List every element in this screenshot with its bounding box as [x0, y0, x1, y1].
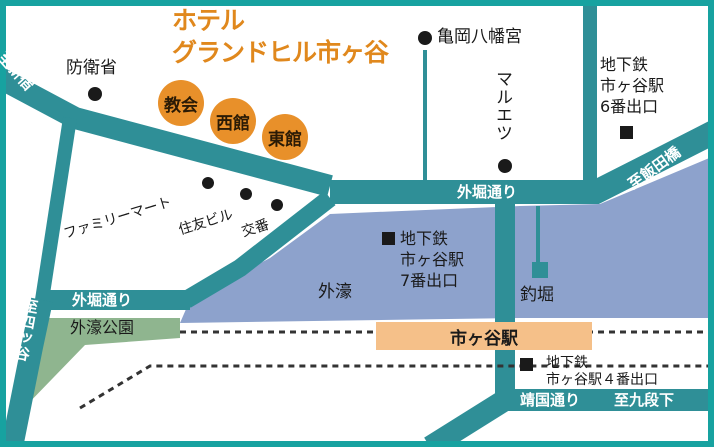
exit4-line2: 市ヶ谷駅４番出口 [546, 372, 658, 388]
koban-dot [271, 199, 283, 211]
marui-dot [498, 159, 512, 173]
park-area [22, 318, 180, 410]
defense-ministry-dot [88, 87, 102, 101]
road-label-kudanshita: 至九段下 [614, 391, 675, 409]
road-label-sotobori-top: 外堀通り [457, 183, 518, 201]
exit6-line3: 6番出口 [600, 97, 659, 116]
church-marker: 教会 [158, 80, 204, 126]
exit7-line1: 地下鉄 [400, 229, 449, 248]
road-yotsuya [1, 297, 53, 447]
exit4-square [520, 358, 533, 371]
shrine-dot [418, 31, 432, 45]
moat-label: 外濠 [318, 282, 352, 302]
ichigaya-station: 市ヶ谷駅 [376, 322, 592, 350]
tsuribori-label: 釣堀 [520, 285, 554, 305]
exit6-square [620, 126, 633, 139]
exit7-line3: 7番出口 [400, 271, 459, 290]
park-label: 外濠公園 [70, 318, 135, 337]
road-shinjuku [0, 68, 333, 197]
road-label-yasukuni: 靖国通り [520, 391, 581, 409]
east-building-marker: 東館 [262, 114, 308, 160]
road-left-vertical [35, 116, 77, 302]
hotel-name-line1: ホテル [172, 6, 245, 35]
familymart-dot [202, 177, 214, 189]
marui-label: マルエツ [492, 70, 512, 142]
west-building-marker: 西館 [210, 98, 256, 144]
railway-line-2 [79, 364, 714, 410]
moat-area [180, 156, 714, 323]
exit6-line2: 市ヶ谷駅 [600, 76, 665, 95]
road-sotobori-top [330, 121, 714, 204]
sumitomo-dot [240, 188, 252, 200]
shrine-label: 亀岡八幡宮 [437, 27, 522, 47]
exit6-line1: 地下鉄 [600, 55, 649, 74]
road-yasukuni [424, 389, 714, 447]
exit4-line1: 地下鉄 [546, 355, 588, 371]
exit7-line2: 市ヶ谷駅 [400, 250, 465, 269]
hotel-name-line2: グランドヒル市ヶ谷 [172, 38, 389, 67]
road-label-sotobori-left: 外堀通り [72, 291, 133, 309]
road-diagonal [181, 190, 336, 308]
tsuribori-pond [532, 262, 548, 278]
exit7-square [382, 232, 395, 245]
defense-ministry-label: 防衛省 [66, 58, 117, 78]
